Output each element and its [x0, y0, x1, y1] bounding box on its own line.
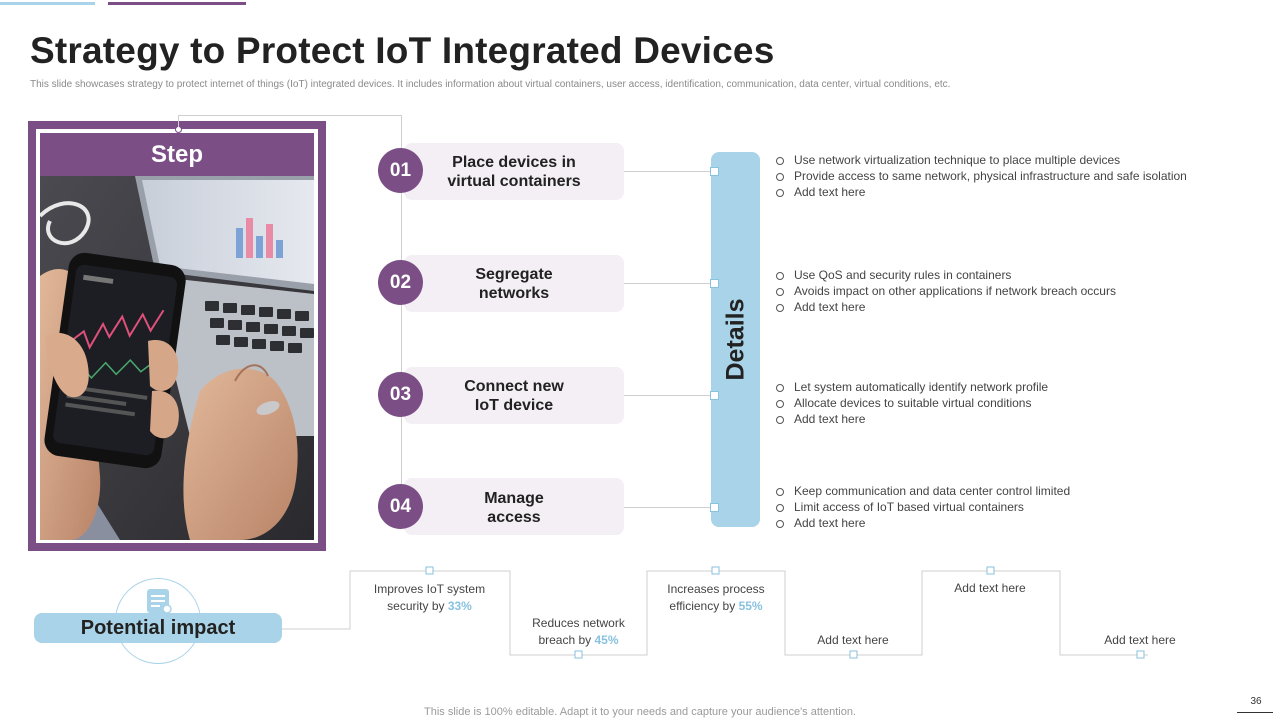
details-item: Add text here: [776, 299, 1116, 315]
details-list-03: Let system automatically identify networ…: [776, 379, 1048, 427]
phone-laptop-photo: [40, 176, 314, 540]
step-connector-stub: [178, 115, 179, 127]
details-item: Add text here: [776, 515, 1070, 531]
step-number-01: 01: [378, 148, 423, 193]
impact-item-06: Add text here: [1104, 633, 1176, 647]
step-detail-connector-01: [624, 171, 715, 172]
details-label: Details: [721, 298, 750, 381]
slide-footer: This slide is 100% editable. Adapt it to…: [424, 706, 856, 718]
step-connector-dot: [175, 126, 182, 133]
details-list-01: Use network virtualization technique to …: [776, 152, 1187, 200]
step-card-01: [404, 143, 624, 200]
step-detail-connector-02: [624, 283, 715, 284]
impact-item-01: Improves IoT system security by 33%: [373, 582, 486, 613]
page-number: 36: [1250, 696, 1262, 707]
step-detail-connector-03: [624, 395, 715, 396]
step-label-03: Connect new IoT device: [464, 378, 564, 414]
impact-item-03: Increases process efficiency by 55%: [667, 582, 765, 613]
page-number-underline: [1237, 712, 1273, 713]
top-accent-bar-purple: [108, 2, 246, 5]
step-label-01: Place devices in virtual containers: [447, 154, 581, 190]
step-vertical-connector: [401, 115, 402, 508]
step-header: Step: [40, 133, 314, 176]
impact-staircase-line: [282, 566, 1148, 659]
impact-item-02: Reduces network breach by 45%: [532, 616, 625, 647]
step-number-04: 04: [378, 484, 423, 529]
details-item: Use network virtualization technique to …: [776, 152, 1187, 168]
top-accent-bar-blue: [0, 2, 95, 5]
impact-item-04: Add text here: [817, 633, 889, 647]
details-item: Keep communication and data center contr…: [776, 483, 1070, 499]
details-item: Allocate devices to suitable virtual con…: [776, 395, 1048, 411]
details-item: Add text here: [776, 411, 1048, 427]
slide-subtitle: This slide showcases strategy to protect…: [30, 79, 951, 90]
step-number-02: 02: [378, 260, 423, 305]
details-item: Provide access to same network, physical…: [776, 168, 1187, 184]
document-list-icon: [147, 589, 172, 614]
step-detail-connector-04: [624, 507, 715, 508]
photo-illustration: [40, 176, 314, 540]
slide-title: Strategy to Protect IoT Integrated Devic…: [30, 30, 775, 71]
potential-impact-label: Potential impact: [34, 613, 282, 643]
details-node-02: [710, 279, 719, 288]
step-number-03: 03: [378, 372, 423, 417]
details-node-04: [710, 503, 719, 512]
step-label-02: Segregate networks: [475, 266, 553, 302]
details-bar: [711, 152, 760, 527]
details-node-01: [710, 167, 719, 176]
step-card-04: [404, 478, 624, 535]
details-item: Limit access of IoT based virtual contai…: [776, 499, 1070, 515]
step-card-03: [404, 367, 624, 424]
details-item: Use QoS and security rules in containers: [776, 267, 1116, 283]
impact-item-05: Add text here: [954, 581, 1026, 595]
details-node-03: [710, 391, 719, 400]
step-label-04: Manage access: [484, 490, 544, 526]
details-item: Let system automatically identify networ…: [776, 379, 1048, 395]
details-item: Add text here: [776, 184, 1187, 200]
step-connector-top: [178, 115, 402, 116]
details-item: Avoids impact on other applications if n…: [776, 283, 1116, 299]
details-list-04: Keep communication and data center contr…: [776, 483, 1070, 531]
step-card-02: [404, 255, 624, 312]
details-list-02: Use QoS and security rules in containers…: [776, 267, 1116, 315]
